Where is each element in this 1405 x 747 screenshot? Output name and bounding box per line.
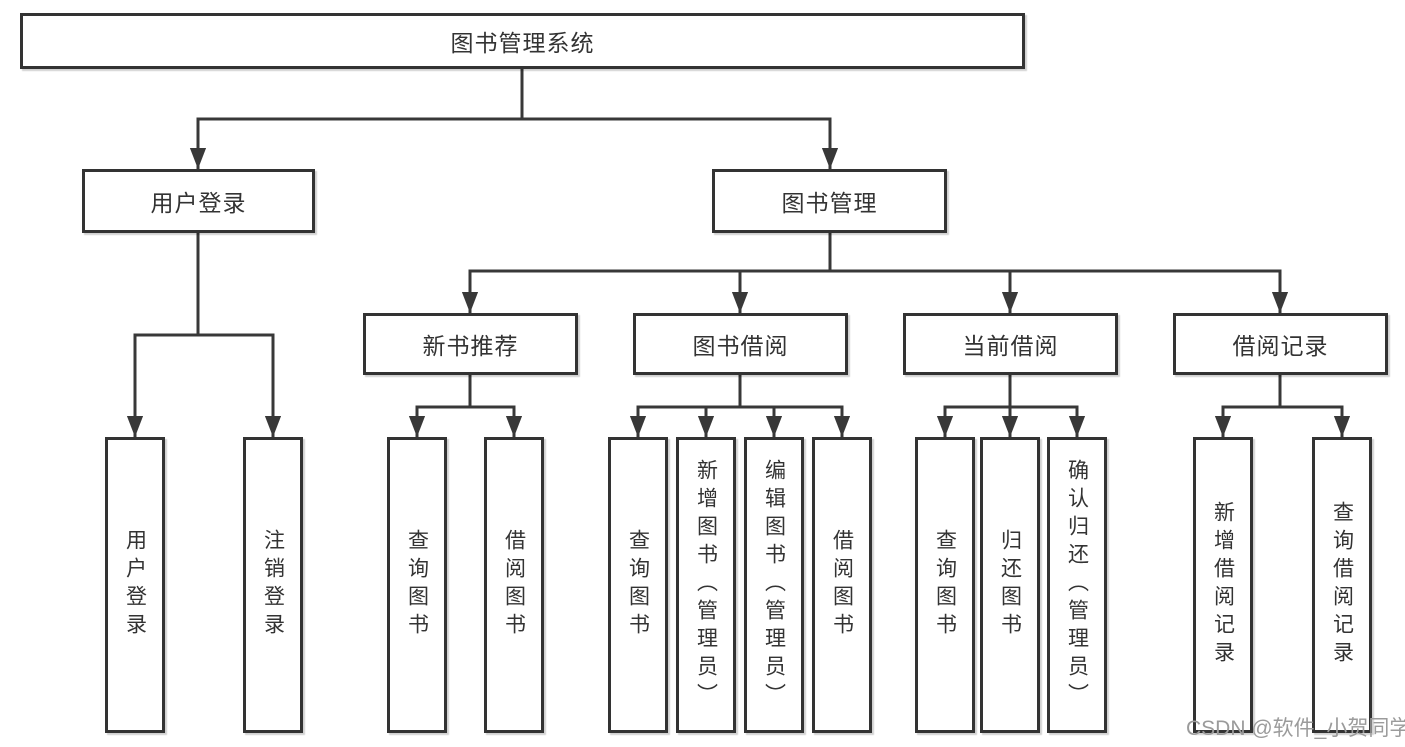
csdn-watermark: CSDN @软件_小贺同学 <box>1186 717 1405 740</box>
leaf-bb-borrow-books: 借阅图书 <box>812 437 872 733</box>
leaf-br-add-record: 新增借阅记录 <box>1193 437 1253 733</box>
leaf-nbr-borrow-books: 借阅图书 <box>484 437 544 733</box>
leaf-user-login: 用户登录 <box>105 437 165 733</box>
leaf-cb-return-books: 归还图书 <box>980 437 1040 733</box>
leaf-cb-query-books: 查询图书 <box>915 437 975 733</box>
leaf-logout: 注销登录 <box>243 437 303 733</box>
node-user-login: 用户登录 <box>82 169 315 233</box>
node-root: 图书管理系统 <box>20 13 1025 69</box>
node-new-book-recommend: 新书推荐 <box>363 313 578 375</box>
leaf-br-query-record: 查询借阅记录 <box>1312 437 1372 733</box>
leaf-bb-edit-book-admin: 编辑图书（管理员） <box>744 437 804 733</box>
leaf-bb-add-book-admin: 新增图书（管理员） <box>676 437 736 733</box>
leaf-bb-query-books: 查询图书 <box>608 437 668 733</box>
node-book-management: 图书管理 <box>712 169 947 233</box>
leaf-nbr-query-books: 查询图书 <box>387 437 447 733</box>
leaf-cb-confirm-return-admin: 确认归还（管理员） <box>1047 437 1107 733</box>
node-current-borrow: 当前借阅 <box>903 313 1118 375</box>
node-book-borrow: 图书借阅 <box>633 313 848 375</box>
node-borrow-records: 借阅记录 <box>1173 313 1388 375</box>
